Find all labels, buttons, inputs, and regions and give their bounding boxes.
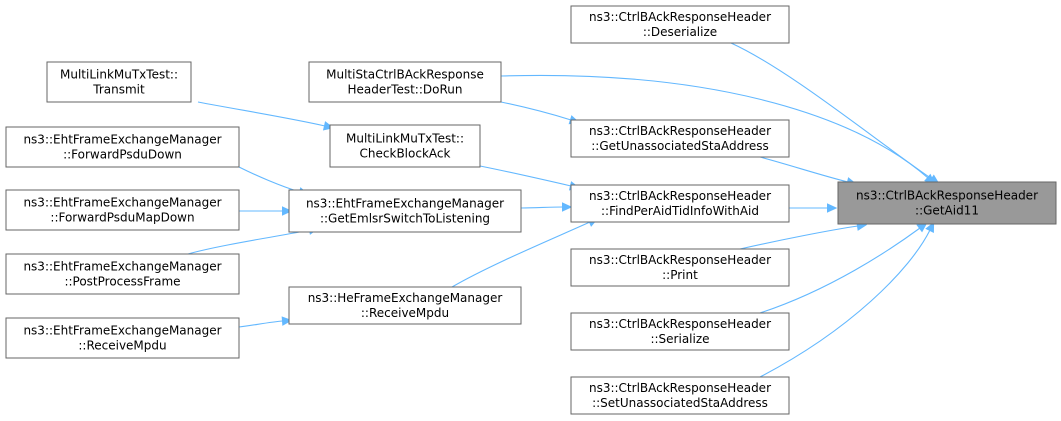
node-box [570, 119, 790, 158]
edge-print-to-focus [739, 221, 868, 250]
node-box [570, 5, 790, 44]
node-label-line: ns3::EhtFrameExchangeManager [23, 133, 221, 147]
node-label-line: ::GetAid11 [915, 204, 979, 218]
node-label-line: ::ForwardPsduDown [63, 148, 182, 162]
edge-line [759, 156, 849, 183]
node-ehtrecv[interactable]: ns3::EhtFrameExchangeManager::ReceiveMpd… [5, 317, 240, 359]
node-multista[interactable]: MultiStaCtrlBAckResponseHeaderTest::DoRu… [308, 61, 502, 103]
node-box [5, 253, 240, 295]
node-label-line: MultiLinkMuTxTest:: [346, 132, 464, 146]
arrowhead-icon [827, 203, 838, 213]
node-label-line: ns3::EhtFrameExchangeManager [306, 197, 504, 211]
arrowhead-icon [281, 316, 293, 326]
node-label-line: ns3::CtrlBAckResponseHeader [589, 189, 771, 203]
node-label-line: ::Print [662, 268, 698, 282]
node-label-line: ::GetUnassociatedStaAddress [591, 139, 769, 153]
node-label-line: ns3::HeFrameExchangeManager [308, 291, 503, 305]
edge-findper-to-focus [789, 203, 838, 213]
arrowhead-icon [562, 202, 573, 212]
node-label-line: ::ReceiveMpdu [78, 339, 166, 353]
node-box [5, 317, 240, 359]
edge-line [187, 229, 311, 255]
node-label-line: ::SetUnassociatedStaAddress [592, 396, 768, 410]
node-box [288, 286, 522, 325]
node-box [329, 124, 481, 168]
node-label-line: ::ForwardPsduMapDown [50, 211, 194, 225]
node-label-line: ns3::CtrlBAckResponseHeader [589, 124, 771, 138]
node-label-line: ns3::CtrlBAckResponseHeader [589, 10, 771, 24]
edge-line [759, 229, 931, 378]
node-label-line: ns3::CtrlBAckResponseHeader [856, 189, 1038, 203]
node-label-line: ::Serialize [650, 332, 709, 346]
edge-line [451, 221, 591, 288]
edge-line [739, 225, 859, 250]
node-herecv[interactable]: ns3::HeFrameExchangeManager::ReceiveMpdu [288, 286, 522, 325]
edge-line [479, 165, 572, 187]
node-box [5, 189, 240, 231]
node-findper[interactable]: ns3::CtrlBAckResponseHeader::FindPerAidT… [570, 184, 790, 223]
node-transmit[interactable]: MultiLinkMuTxTest::Transmit [46, 61, 192, 103]
node-box [837, 181, 1057, 225]
node-box [570, 376, 790, 415]
node-print[interactable]: ns3::CtrlBAckResponseHeader::Print [570, 248, 790, 287]
node-label-line: ::GetEmlsrSwitchToListening [320, 212, 490, 226]
node-label-line: Transmit [92, 83, 145, 97]
edge-line [520, 206, 564, 209]
arrowhead-icon [925, 221, 935, 233]
node-box [570, 184, 790, 223]
node-label-line: ns3::EhtFrameExchangeManager [23, 260, 221, 274]
edge-line [238, 166, 301, 193]
node-label-line: ns3::CtrlBAckResponseHeader [589, 381, 771, 395]
node-label-line: CheckBlockAck [360, 147, 451, 161]
edge-line [197, 101, 326, 127]
node-checkblock[interactable]: MultiLinkMuTxTest::CheckBlockAck [329, 124, 481, 168]
edge-checkblock-to-findper [479, 165, 581, 191]
node-box [46, 61, 192, 103]
node-serialize[interactable]: ns3::CtrlBAckResponseHeader::Serialize [570, 312, 790, 351]
node-label-line: ::PostProcessFrame [64, 275, 180, 289]
node-fwdpsdu[interactable]: ns3::EhtFrameExchangeManager::ForwardPsd… [5, 126, 240, 168]
node-getunassoc[interactable]: ns3::CtrlBAckResponseHeader::GetUnassoci… [570, 119, 790, 158]
node-box [308, 61, 502, 103]
edge-getemlsr-to-findper [520, 202, 573, 212]
edge-setunassoc-to-focus [759, 221, 935, 378]
node-label-line: ::ReceiveMpdu [361, 306, 449, 320]
node-postproc[interactable]: ns3::EhtFrameExchangeManager::PostProces… [5, 253, 240, 295]
edge-line [759, 227, 921, 314]
node-label-line: ns3::EhtFrameExchangeManager [23, 324, 221, 338]
node-deser[interactable]: ns3::CtrlBAckResponseHeader::Deserialize [570, 5, 790, 44]
edge-multista-to-getunassoc [500, 101, 580, 125]
node-fwdpsdumap[interactable]: ns3::EhtFrameExchangeManager::ForwardPsd… [5, 189, 240, 231]
edge-transmit-to-checkblock [197, 101, 335, 131]
arrowhead-icon [282, 206, 293, 216]
node-label-line: ::FindPerAidTidInfoWithAid [601, 204, 759, 218]
edge-getunassoc-to-focus [759, 156, 858, 187]
node-label-line: ::Deserialize [643, 25, 717, 39]
node-label-line: ns3::CtrlBAckResponseHeader [589, 253, 771, 267]
node-box [288, 189, 522, 233]
node-focus[interactable]: ns3::CtrlBAckResponseHeader::GetAid11 [837, 181, 1057, 225]
node-label-line: MultiStaCtrlBAckResponse [326, 68, 484, 82]
edge-fwdpsdumap-to-getemlsr [238, 206, 293, 216]
edge-line [500, 74, 929, 179]
nodes-layer: ns3::CtrlBAckResponseHeader::GetAid11ns3… [5, 5, 1057, 415]
node-box [5, 126, 240, 168]
edge-ehtrecv-to-herecv [238, 316, 293, 328]
node-label-line: ns3::CtrlBAckResponseHeader [589, 317, 771, 331]
edge-line [238, 320, 284, 328]
edge-line [500, 101, 572, 121]
node-label-line: MultiLinkMuTxTest:: [60, 68, 178, 82]
node-setunassoc[interactable]: ns3::CtrlBAckResponseHeader::SetUnassoci… [570, 376, 790, 415]
node-box [570, 312, 790, 351]
node-getemlsr[interactable]: ns3::EhtFrameExchangeManager::GetEmlsrSw… [288, 189, 522, 233]
node-box [570, 248, 790, 287]
node-label-line: HeaderTest::DoRun [347, 83, 462, 97]
node-label-line: ns3::EhtFrameExchangeManager [23, 196, 221, 210]
